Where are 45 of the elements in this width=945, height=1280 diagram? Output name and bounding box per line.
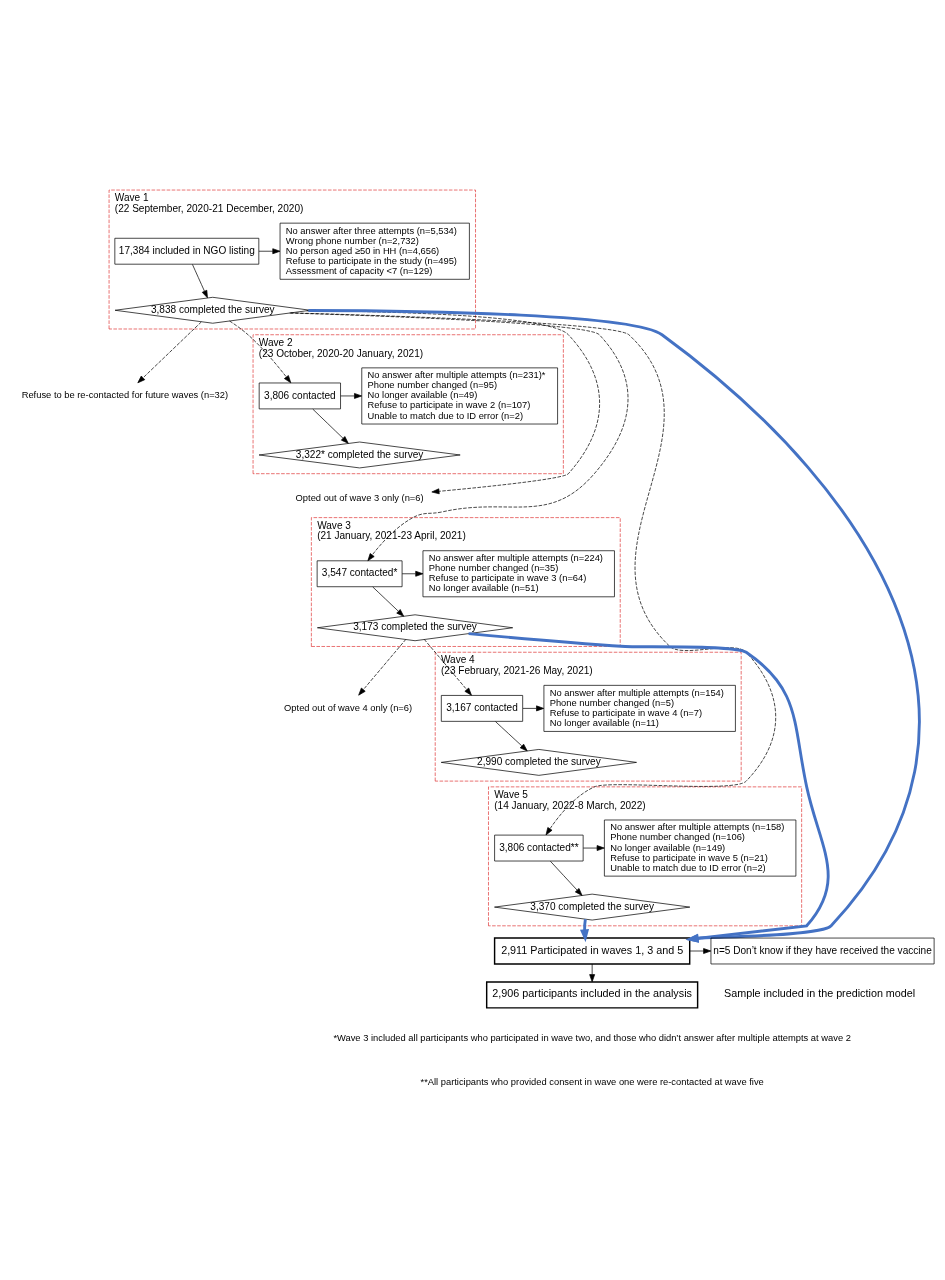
arrow: [401, 570, 423, 577]
node-box: 2,911 Participated in waves 1, 3 and 5: [493, 937, 690, 965]
node-box: No answer after multiple attempts (n=158) Phone number changed (n=106) No longer available (n=149) Refuse to participate in wave 5 (n=21) Unable to match due to ID error (n=2): [603, 819, 796, 877]
node-box: No answer after multiple attempts (n=231)* Phone number changed (n=95) No longer available (n=49) Refuse to participate in wave 2 (n=107) Unable to match due to ID error (n=2): [360, 367, 558, 425]
node-box: 3,547 contacted*: [316, 560, 402, 588]
node-diamond: 3,322* completed the survey: [258, 441, 461, 469]
label: **All participants who provided consent in wave one were re-contacted at wave five: [419, 1077, 764, 1088]
arrow: [522, 705, 544, 712]
node-diamond: 3,838 completed the survey: [114, 296, 311, 324]
node-diamond: 2,990 completed the survey: [440, 749, 637, 776]
arrow: [582, 845, 605, 851]
arrow: [494, 721, 528, 752]
node-text: Opted out of wave 4 only (n=6): [283, 702, 412, 713]
node-diamond: 3,370 completed the survey: [493, 893, 690, 921]
node-box: No answer after multiple attempts (n=224) Phone number changed (n=35) Refuse to participate in wave 3 (n=64) No longer available (n=51): [422, 550, 615, 598]
node-text: Refuse to be re-contacted for future waves (n=32): [21, 390, 228, 401]
arrow: [688, 948, 711, 954]
arrow: [549, 860, 582, 896]
arrow: [136, 321, 202, 384]
node-text: Opted out of wave 3 only (n=6): [295, 493, 424, 504]
node-label: Sample included in the prediction model: [723, 987, 915, 1000]
arrow: [258, 248, 280, 255]
arrow: [357, 639, 406, 696]
arrow: [423, 639, 472, 696]
node-diamond: 3,173 completed the survey: [316, 614, 513, 642]
arrow: [371, 586, 404, 617]
arrow: [311, 408, 349, 444]
node-box: No answer after multiple attempts (n=154) Phone number changed (n=5) Refuse to participate in wave 4 (n=7) No longer available (n=11): [543, 685, 736, 732]
label: *Wave 3 included all participants who participated in wave two, and those who didn’t answer after multiple attempts at wave 2: [332, 1033, 851, 1044]
arrow: [288, 312, 628, 562]
arrow: [467, 632, 829, 943]
arrow: [191, 264, 208, 299]
node-box: 17,384 included in NGO listing: [113, 237, 259, 265]
arrow: [289, 312, 776, 836]
arrow: [305, 310, 600, 495]
node-box: n=5 Don’t know if they have received the vaccine: [710, 937, 934, 965]
node-box: 3,806 contacted: [258, 382, 341, 410]
arrow: [339, 393, 362, 399]
arrow: [307, 309, 921, 943]
node-box: 3,806 contacted**: [493, 834, 583, 862]
node-box: 2,906 participants included in the analysis: [485, 981, 698, 1009]
node-box: No answer after three attempts (n=5,534) Wrong phone number (n=2,732) No person aged ≥50 in HH (n=4,656) Refuse to participate in the study (n=495) Assessment of capacity <7 (n=129): [279, 222, 470, 280]
arrow: [228, 320, 291, 384]
node-box: 3,167 contacted: [440, 695, 523, 722]
arrow: [588, 963, 595, 983]
